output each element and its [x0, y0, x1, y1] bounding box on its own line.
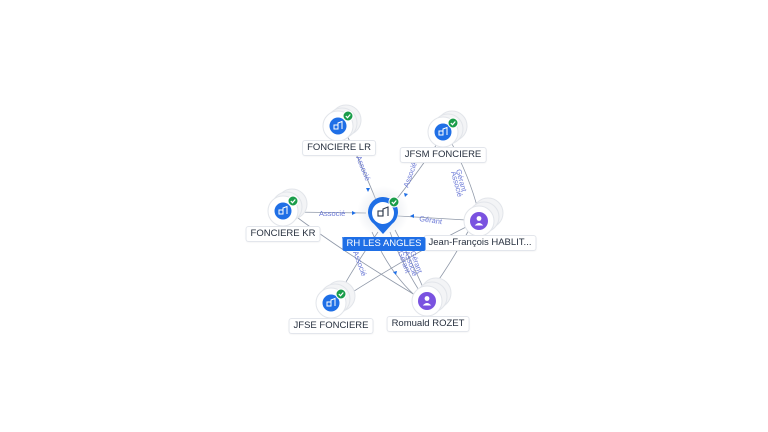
edge-label-associe: Associé [351, 250, 368, 278]
person-icon [422, 296, 432, 306]
arrow [352, 211, 356, 215]
arrow [404, 193, 408, 197]
node-fonciere-lr[interactable] [322, 104, 362, 142]
center-node[interactable] [357, 186, 409, 238]
node-label-fonciere-lr[interactable]: FONCIERE LR [303, 141, 375, 155]
node-label-fonciere-kr[interactable]: FONCIERE KR [246, 227, 320, 241]
center-node-label[interactable]: RH LES ANGLES [342, 237, 426, 251]
node-jean-francois[interactable] [463, 197, 504, 237]
edge-label-associe: Associé [401, 161, 418, 189]
edge-jfse-jean [339, 224, 471, 301]
edge-label-associe: Associé [354, 154, 372, 182]
verified-check-icon [287, 195, 299, 207]
arrow [393, 271, 397, 275]
arrow [366, 188, 370, 192]
verified-check-icon [388, 196, 400, 208]
edge-label-gerant: Gérant [419, 214, 444, 226]
node-label-jfse-fonciere[interactable]: JFSE FONCIERE [289, 319, 373, 333]
verified-check-icon [342, 110, 354, 122]
verified-check-icon [335, 288, 347, 300]
node-jfsm-fonciere[interactable] [427, 110, 468, 148]
edge-label-associe: Associé [319, 209, 345, 218]
building-icon [326, 297, 336, 307]
arrow [410, 214, 414, 218]
node-jfse-fonciere[interactable] [315, 280, 356, 319]
node-romuald-rozet[interactable] [411, 277, 452, 317]
node-label-jfsm-fonciere[interactable]: JFSM FONCIERE [400, 148, 486, 162]
edge-fonciere-kr-romuald [289, 211, 416, 296]
node-label-romuald-rozet[interactable]: Romuald ROZET [387, 317, 469, 331]
verified-check-icon [447, 117, 459, 129]
building-icon [377, 206, 389, 217]
node-label-jean-francois[interactable]: Jean-François HABLIT... [424, 236, 536, 250]
person-icon [474, 216, 484, 226]
building-icon [278, 205, 288, 215]
edge-jean-francois [397, 215, 467, 221]
building-icon [333, 120, 343, 130]
building-icon [438, 126, 448, 136]
node-fonciere-kr[interactable] [267, 188, 308, 227]
